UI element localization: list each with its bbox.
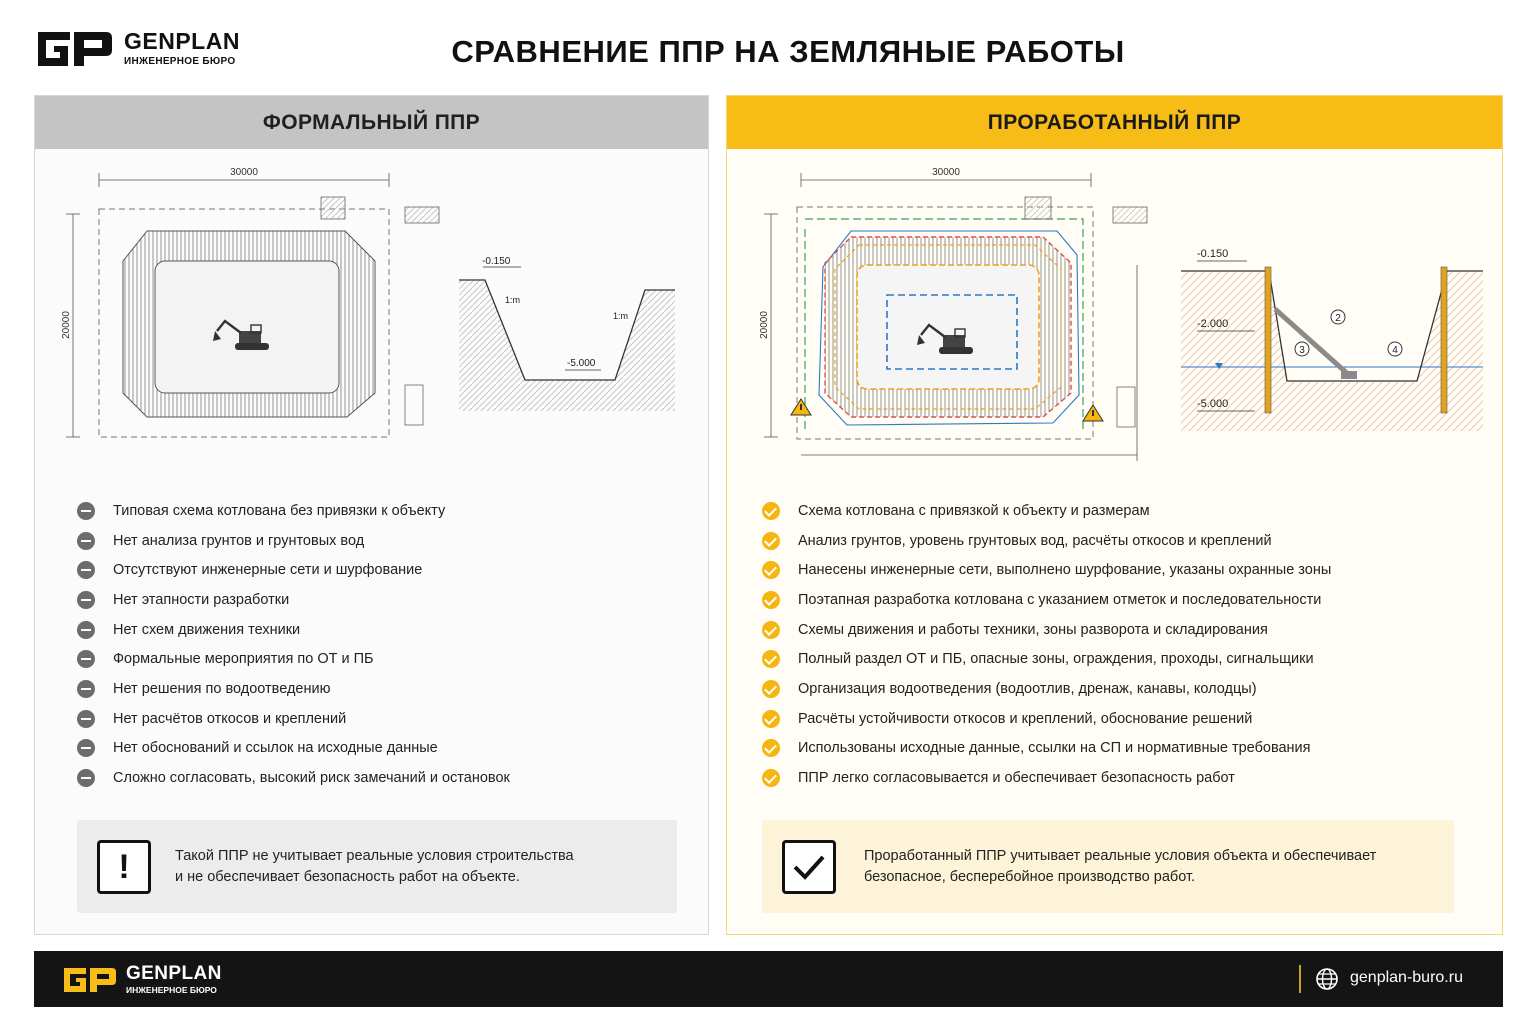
minus-icon bbox=[77, 679, 95, 698]
check-icon bbox=[762, 561, 780, 580]
formal-ppr-title: ФОРМАЛЬНЫЙ ППР bbox=[35, 96, 708, 149]
formal-ppr-note-text: Такой ППР не учитывает реальные условия … bbox=[175, 847, 574, 885]
list-item: Поэтапная разработка котлована с указани… bbox=[762, 585, 1331, 615]
callout-2: 2 bbox=[1335, 313, 1341, 324]
pit-section-with-shoring: -0.150 -2.000 -5.000 2 3 4 bbox=[1181, 248, 1483, 431]
list-item: Организация водоотведения (водоотлив, др… bbox=[762, 674, 1331, 704]
list-item: Отсутствуют инженерные сети и шурфование bbox=[77, 555, 510, 585]
minus-icon bbox=[77, 650, 95, 669]
pit-section: -0.150 1:m 1:m -5.000 bbox=[459, 256, 675, 411]
check-icon bbox=[762, 709, 780, 728]
width-dim-label: 30000 bbox=[230, 167, 258, 178]
globe-icon bbox=[1316, 968, 1338, 990]
check-icon bbox=[762, 531, 780, 550]
list-item: Нет анализа грунтов и грунтовых вод bbox=[77, 526, 510, 556]
website-link[interactable]: genplan-buro.ru bbox=[1350, 969, 1463, 986]
list-item: Полный раздел ОТ и ПБ, опасные зоны, огр… bbox=[762, 644, 1331, 674]
footer: GENPLAN ИНЖЕНЕРНОЕ БЮРО genplan-buro.ru bbox=[34, 951, 1503, 1007]
list-item: Нет решения по водоотведению bbox=[77, 674, 510, 704]
minus-icon bbox=[77, 739, 95, 758]
width-dimension: 30000 bbox=[98, 167, 390, 187]
list-item: Нет расчётов откосов и креплений bbox=[77, 704, 510, 734]
callout-3: 3 bbox=[1299, 345, 1305, 356]
check-icon bbox=[762, 620, 780, 639]
hazard-sign-icon bbox=[1082, 404, 1104, 422]
detailed-ppr-note: Проработанный ППР учитывает реальные усл… bbox=[762, 820, 1454, 913]
list-item: Сложно согласовать, высокий риск замечан… bbox=[77, 763, 510, 793]
check-icon bbox=[762, 769, 780, 788]
detailed-ppr-note-text: Проработанный ППР учитывает реальные усл… bbox=[864, 847, 1377, 885]
height-dimension: 20000 bbox=[759, 213, 1138, 461]
minus-icon bbox=[77, 590, 95, 609]
list-item: Расчёты устойчивости откосов и креплений… bbox=[762, 704, 1331, 734]
list-item: Схема котлована с привязкой к объекту и … bbox=[762, 496, 1331, 526]
brand-name: GENPLAN bbox=[124, 28, 240, 54]
checkmark-box-icon bbox=[782, 840, 836, 894]
minus-icon bbox=[77, 561, 95, 580]
list-item: Использованы исходные данные, ссылки на … bbox=[762, 734, 1331, 764]
callout-4: 4 bbox=[1392, 345, 1398, 356]
list-item: Формальные мероприятия по ОТ и ПБ bbox=[77, 644, 510, 674]
width-dimension: 30000 bbox=[800, 167, 1092, 187]
level-top-label: -0.150 bbox=[482, 256, 511, 267]
formal-ppr-note: ! Такой ППР не учитывает реальные услови… bbox=[77, 820, 677, 913]
warning-icon: ! bbox=[97, 840, 151, 894]
width-dim-label: 30000 bbox=[932, 167, 960, 178]
formal-pit-drawing: 30000 20000 -0.1 bbox=[61, 167, 675, 438]
formal-ppr-panel: ФОРМАЛЬНЫЙ ППР 30000 20000 bbox=[34, 95, 709, 935]
excavator-icon bbox=[213, 319, 269, 350]
detailed-pit-drawing: 30000 20000 bbox=[759, 167, 1483, 461]
list-item: Анализ грунтов, уровень грунтовых вод, р… bbox=[762, 526, 1331, 556]
check-icon bbox=[762, 739, 780, 758]
excavator-icon bbox=[917, 323, 973, 354]
footer-subtitle: ИНЖЕНЕРНОЕ БЮРО bbox=[126, 985, 217, 995]
footer-brand: GENPLAN bbox=[126, 963, 222, 984]
minus-icon bbox=[77, 769, 95, 788]
detailed-ppr-list: Схема котлована с привязкой к объекту и … bbox=[762, 496, 1331, 793]
check-icon bbox=[762, 590, 780, 609]
footer-divider bbox=[1299, 965, 1301, 993]
check-icon bbox=[762, 679, 780, 698]
formal-ppr-list: Типовая схема котлована без привязки к о… bbox=[77, 496, 510, 793]
check-icon bbox=[762, 650, 780, 669]
check-icon bbox=[762, 501, 780, 520]
detailed-ppr-title: ПРОРАБОТАННЫЙ ППР bbox=[727, 96, 1502, 149]
list-item: ППР легко согласовывается и обеспечивает… bbox=[762, 763, 1331, 793]
page-title: СРАВНЕНИЕ ППР НА ЗЕМЛЯНЫЕ РАБОТЫ bbox=[451, 34, 1125, 69]
level-top-label: -0.150 bbox=[1197, 248, 1228, 260]
genplan-logo-icon bbox=[64, 968, 116, 992]
list-item: Нет схем движения техники bbox=[77, 615, 510, 645]
list-item: Нанесены инженерные сети, выполнено шурф… bbox=[762, 555, 1331, 585]
list-item: Типовая схема котлована без привязки к о… bbox=[77, 496, 510, 526]
header-logo[interactable]: GENPLAN ИНЖЕНЕРНОЕ БЮРО bbox=[34, 26, 264, 74]
height-dimension: 20000 bbox=[61, 213, 80, 438]
slope-left-label: 1:m bbox=[505, 295, 520, 305]
list-item: Схемы движения и работы техники, зоны ра… bbox=[762, 615, 1331, 645]
minus-icon bbox=[77, 501, 95, 520]
height-dim-label: 20000 bbox=[61, 311, 72, 339]
detailed-ppr-panel: ПРОРАБОТАННЫЙ ППР 30000 20000 bbox=[726, 95, 1503, 935]
level-mid-label: -2.000 bbox=[1197, 318, 1228, 330]
minus-icon bbox=[77, 709, 95, 728]
slope-right-label: 1:m bbox=[613, 311, 628, 321]
minus-icon bbox=[77, 620, 95, 639]
level-bottom-label: -5.000 bbox=[567, 358, 596, 369]
minus-icon bbox=[77, 531, 95, 550]
brand-subtitle: ИНЖЕНЕРНОЕ БЮРО bbox=[124, 56, 236, 67]
genplan-logo-icon bbox=[38, 32, 112, 66]
list-item: Нет обоснований и ссылок на исходные дан… bbox=[77, 734, 510, 764]
hazard-sign-icon bbox=[790, 398, 812, 416]
height-dim-label: 20000 bbox=[759, 311, 770, 339]
list-item: Нет этапности разработки bbox=[77, 585, 510, 615]
level-bottom-label: -5.000 bbox=[1197, 398, 1228, 410]
